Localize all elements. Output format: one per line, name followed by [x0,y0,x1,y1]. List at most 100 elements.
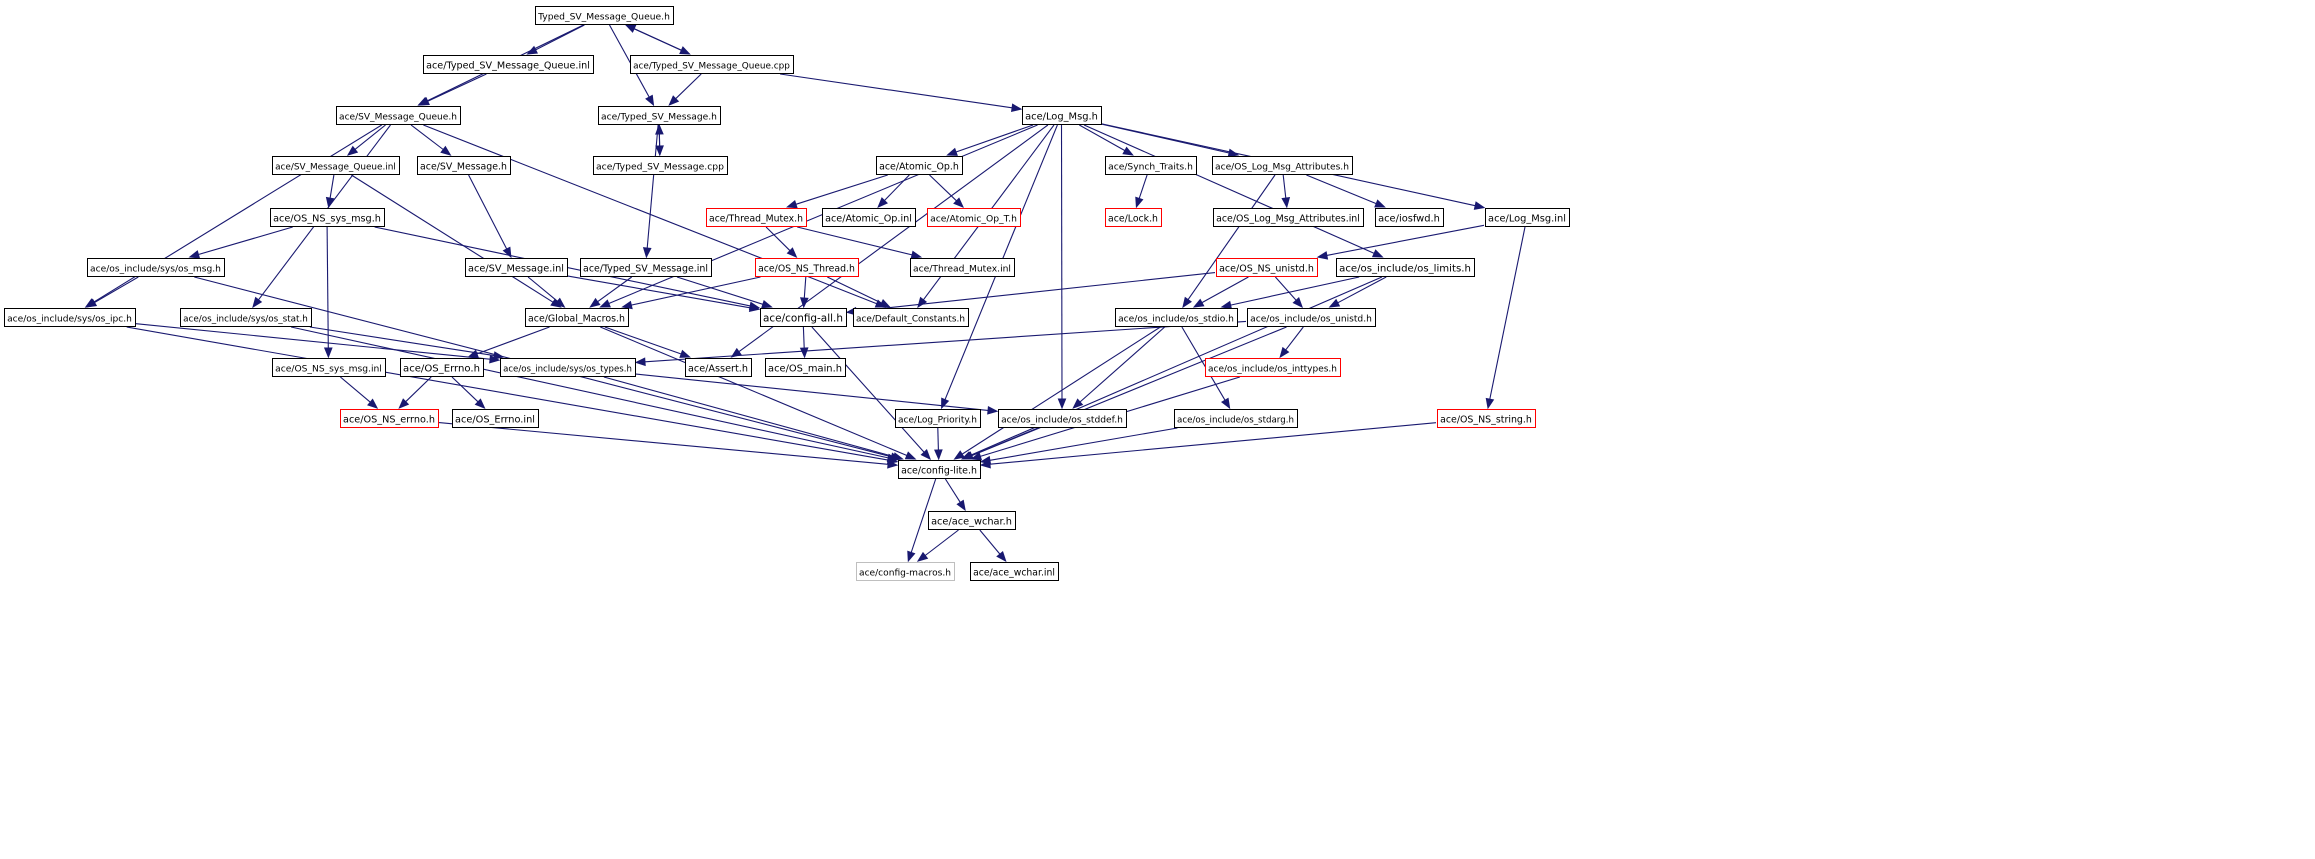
node-lock_h[interactable]: ace/Lock.h [1105,208,1162,227]
edge-atomic_op_h-to-thread_mutex_h [786,174,888,209]
node-ace_wchar_inl[interactable]: ace/ace_wchar.inl [970,562,1059,581]
node-box [1485,208,1570,227]
node-typed_sv_message_inl[interactable]: ace/Typed_SV_Message.inl [580,258,712,277]
edge-os_unistd_h-to-os_types_h [634,320,1247,367]
node-label: ace/config-macros.h [859,569,951,579]
edge-line [924,529,959,556]
node-box [465,258,568,277]
edge-os_unistd_h-to-os_inttypes_h [1279,326,1304,359]
edge-arrowhead [1182,296,1192,309]
node-os_stdio_h[interactable]: ace/os_include/os_stdio.h [1115,308,1238,327]
edge-typed_sv_message_inl-to-global_macros_h [589,276,633,308]
edge-arrowhead [1374,199,1386,208]
node-global_macros_h[interactable]: ace/Global_Macros.h [525,308,629,327]
node-config_macros_h[interactable]: ace/config-macros.h [856,562,955,581]
node-os_types_h[interactable]: ace/os_include/sys/os_types.h [500,358,636,377]
edge-global_macros_h-to-config_lite_h [600,326,917,460]
node-typed_sv_message_queue_inl[interactable]: ace/Typed_SV_Message_Queue.inl [423,55,594,74]
node-thread_mutex_h[interactable]: ace/Thread_Mutex.h [706,208,807,227]
node-label: ace/SV_Message.inl [468,264,564,275]
node-os_inttypes_h[interactable]: ace/os_include/os_inttypes.h [1205,358,1341,377]
edge-arrowhead [904,451,917,460]
node-os_ns_string_h[interactable]: ace/OS_NS_string.h [1437,409,1536,428]
node-os_stdarg_h[interactable]: ace/os_include/os_stdarg.h [1174,409,1298,428]
node-os_msg_h[interactable]: ace/os_include/sys/os_msg.h [87,258,225,277]
edge-arrowhead [1485,397,1495,410]
node-iosfwd_h[interactable]: ace/iosfwd.h [1375,208,1444,227]
edge-arrowhead [621,300,633,310]
node-assert_h[interactable]: ace/Assert.h [685,358,752,377]
edge-line [135,323,491,360]
edge-line [1306,174,1377,205]
node-sv_message_inl[interactable]: ace/SV_Message.inl [465,258,568,277]
node-label: ace/os_include/os_stdio.h [1118,315,1234,325]
node-atomic_op_t_h[interactable]: ace/Atomic_Op_T.h [927,208,1021,227]
edge-arrowhead [1281,197,1291,209]
node-label: ace/os_include/sys/os_msg.h [90,265,221,275]
node-config_all_h[interactable]: ace/config-all.h [760,308,847,327]
node-typed_sv_message_queue_cpp[interactable]: ace/Typed_SV_Message_Queue.cpp [630,55,794,74]
node-sv_message_h[interactable]: ace/SV_Message.h [417,156,511,175]
node-os_log_msg_attributes_h[interactable]: ace/OS_Log_Msg_Attributes.h [1212,156,1353,175]
edge-arrowhead [668,95,680,106]
node-typed_sv_message_cpp[interactable]: ace/Typed_SV_Message.cpp [593,156,728,175]
node-log_priority_h[interactable]: ace/Log_Priority.h [895,409,981,428]
node-atomic_op_h[interactable]: ace/Atomic_Op.h [876,156,963,175]
node-os_stddef_h[interactable]: ace/os_include/os_stddef.h [998,409,1127,428]
node-synch_traits_h[interactable]: ace/Synch_Traits.h [1105,156,1197,175]
node-thread_mutex_inl[interactable]: ace/Thread_Mutex.inl [910,258,1015,277]
node-atomic_op_inl[interactable]: ace/Atomic_Op.inl [822,208,916,227]
edge-arrowhead [323,347,333,359]
node-os_errno_h[interactable]: ace/OS_Errno.h [400,358,484,377]
edge-line [468,174,508,250]
node-ace_wchar_h[interactable]: ace/ace_wchar.h [928,511,1016,530]
edge-line [803,276,807,299]
node-log_msg_h[interactable]: ace/Log_Msg.h [1022,106,1102,125]
node-os_ns_sys_msg_inl[interactable]: ace/OS_NS_sys_msg.inl [272,358,386,377]
edge-ace_wchar_h-to-config_macros_h [916,529,959,562]
node-os_main_h[interactable]: ace/OS_main.h [765,358,846,377]
node-typed_sv_message_queue_h: Typed_SV_Message_Queue.h [535,6,674,25]
node-label: ace/Typed_SV_Message_Queue.inl [426,61,590,72]
edge-global_macros_h-to-assert_h [604,326,691,358]
node-label: ace/Assert.h [688,364,748,375]
edge-line [802,326,805,349]
edge-log_msg_inl-to-os_ns_unistd_h [1316,224,1485,260]
node-log_msg_inl[interactable]: ace/Log_Msg.inl [1485,208,1570,227]
edge-arrowhead [946,147,958,156]
node-os_errno_inl[interactable]: ace/OS_Errno.inl [452,409,539,428]
node-config_lite_h[interactable]: ace/config-lite.h [898,460,981,479]
edge-line [675,73,702,100]
edge-os_stat_h-to-config_lite_h [290,326,899,463]
edge-line [635,373,989,411]
node-os_ns_thread_h[interactable]: ace/OS_NS_Thread.h [755,258,859,277]
edge-arrowhead [970,452,983,461]
node-default_constants_h[interactable]: ace/Default_Constants.h [853,308,969,327]
node-os_stat_h[interactable]: ace/os_include/sys/os_stat.h [180,308,312,327]
edge-typed_sv_message_queue_h-to-typed_sv_message_queue_inl [526,24,585,55]
node-box [1022,106,1102,125]
edge-arrowhead [1328,298,1341,308]
node-sv_message_queue_inl[interactable]: ace/SV_Message_Queue.inl [272,156,400,175]
node-os_unistd_h[interactable]: ace/os_include/os_unistd.h [1247,308,1376,327]
node-os_ns_errno_h[interactable]: ace/OS_NS_errno.h [340,409,439,428]
edge-os_ns_thread_h-to-default_constants_h [827,276,891,308]
node-label: Typed_SV_Message_Queue.h [537,12,670,23]
edge-arrowhead [1473,201,1486,210]
node-os_ns_unistd_h[interactable]: ace/OS_NS_unistd.h [1216,258,1318,277]
node-sv_message_queue_h[interactable]: ace/SV_Message_Queue.h [336,106,461,125]
node-label: ace/OS_NS_Thread.h [758,264,855,275]
edge-os_log_msg_attributes_h-to-os_log_msg_attributes_inl [1281,174,1291,209]
node-label: ace/OS_NS_sys_msg.h [273,214,381,225]
edge-line [827,276,882,304]
node-box [270,208,385,227]
node-os_log_msg_attributes_inl[interactable]: ace/OS_Log_Msg_Attributes.inl [1213,208,1364,227]
node-typed_sv_message_h[interactable]: ace/Typed_SV_Message.h [598,106,721,125]
node-os_limits_h[interactable]: ace/os_include/os_limits.h [1336,258,1475,277]
edge-os_ns_sys_msg_inl-to-os_ns_errno_h [340,376,379,409]
node-label: ace/Typed_SV_Message.cpp [596,162,724,173]
edge-arrowhead [502,246,512,259]
node-os_ns_sys_msg_h[interactable]: ace/OS_NS_sys_msg.h [270,208,385,227]
edge-log_msg_h-to-os_limits_h [1083,124,1384,258]
node-os_ipc_h[interactable]: ace/os_include/sys/os_ipc.h [4,308,136,327]
